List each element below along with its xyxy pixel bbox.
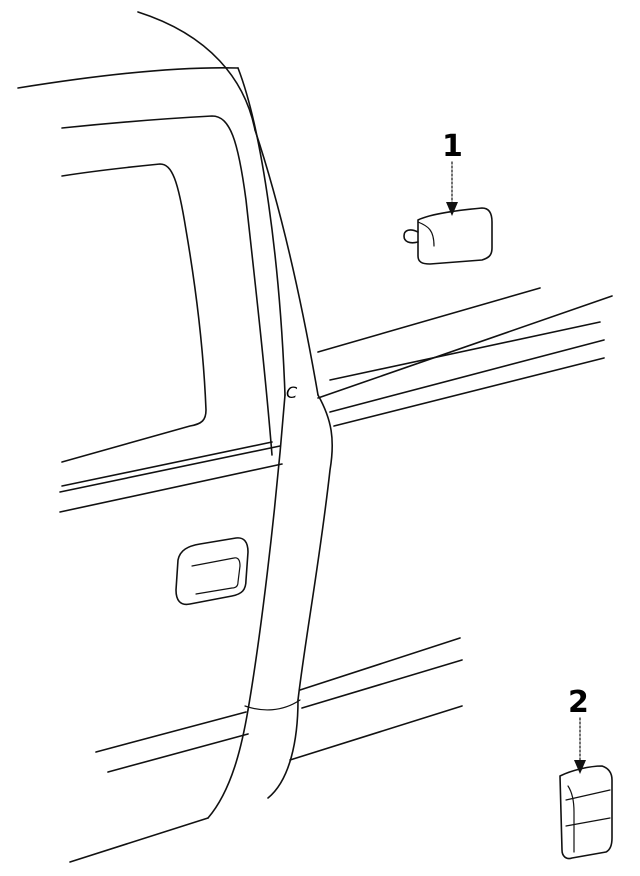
c-pillar: C	[207, 67, 334, 819]
roof-outline	[17, 11, 256, 131]
callout-1-number: 1	[442, 129, 463, 164]
side-marker-lamp-lower	[559, 765, 613, 860]
callout-2-arrowhead	[574, 760, 586, 774]
pillar-letter-label: C	[286, 383, 298, 402]
callout-1-arrowhead	[446, 202, 458, 216]
door-handle	[175, 537, 249, 606]
callout-1: 1	[442, 129, 463, 216]
side-marker-lamp-upper	[403, 207, 493, 265]
rear-door-frame	[61, 115, 273, 487]
lower-body-lines	[69, 637, 463, 863]
belt-moulding	[59, 287, 613, 513]
callout-2-number: 2	[568, 685, 589, 720]
callout-2: 2	[568, 685, 589, 774]
